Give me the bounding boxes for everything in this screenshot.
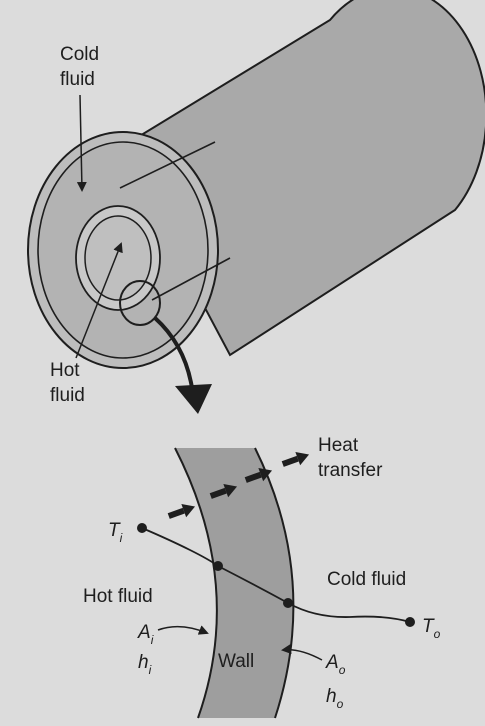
inner-tube-bore	[84, 215, 152, 301]
heat-arrow	[244, 468, 273, 483]
heat-transfer-label-2: transfer	[318, 460, 383, 481]
heat-arrow	[167, 504, 196, 519]
zoom-arrow-head	[175, 384, 212, 414]
ao-pointer	[281, 644, 323, 661]
ho-symbol: ho	[326, 686, 344, 711]
heat-transfer-label-1: Heat	[318, 435, 359, 456]
outer-wall-temp-point	[283, 598, 293, 608]
wall-section	[175, 448, 294, 718]
cold-fluid-pointer	[76, 94, 87, 192]
zoom-circle	[119, 280, 161, 326]
to-symbol: To	[422, 616, 441, 641]
ai-symbol: Ai	[137, 622, 154, 647]
heat-flux-arrows	[167, 452, 310, 519]
hi-symbol: hi	[138, 652, 152, 677]
ao-symbol: Ao	[325, 652, 346, 677]
cold-fluid-top-label-1: Cold	[60, 44, 99, 65]
to-point	[405, 617, 415, 627]
heat-arrow	[281, 452, 310, 467]
heat-arrow	[209, 484, 238, 499]
ti-symbol: Ti	[108, 520, 123, 545]
temperature-profile	[141, 527, 411, 623]
hot-fluid-top-label-1: Hot	[50, 360, 80, 381]
wall-label: Wall	[218, 651, 254, 672]
hot-fluid-label: Hot fluid	[83, 586, 153, 607]
hot-fluid-top-label-2: fluid	[50, 385, 85, 406]
inner-wall-temp-point	[213, 561, 223, 571]
concentric-tube-cylinder	[27, 0, 485, 369]
ai-pointer	[157, 625, 209, 635]
wall-outer-surface	[254, 447, 295, 719]
cold-fluid-label: Cold fluid	[327, 569, 406, 590]
zoom-arrow-curve	[153, 316, 194, 389]
inner-tube-body	[119, 141, 231, 301]
cold-fluid-top-label-2: fluid	[60, 69, 95, 90]
ti-point	[137, 523, 147, 533]
wall-inner-surface	[174, 447, 218, 719]
hot-fluid-pointer	[75, 242, 123, 359]
